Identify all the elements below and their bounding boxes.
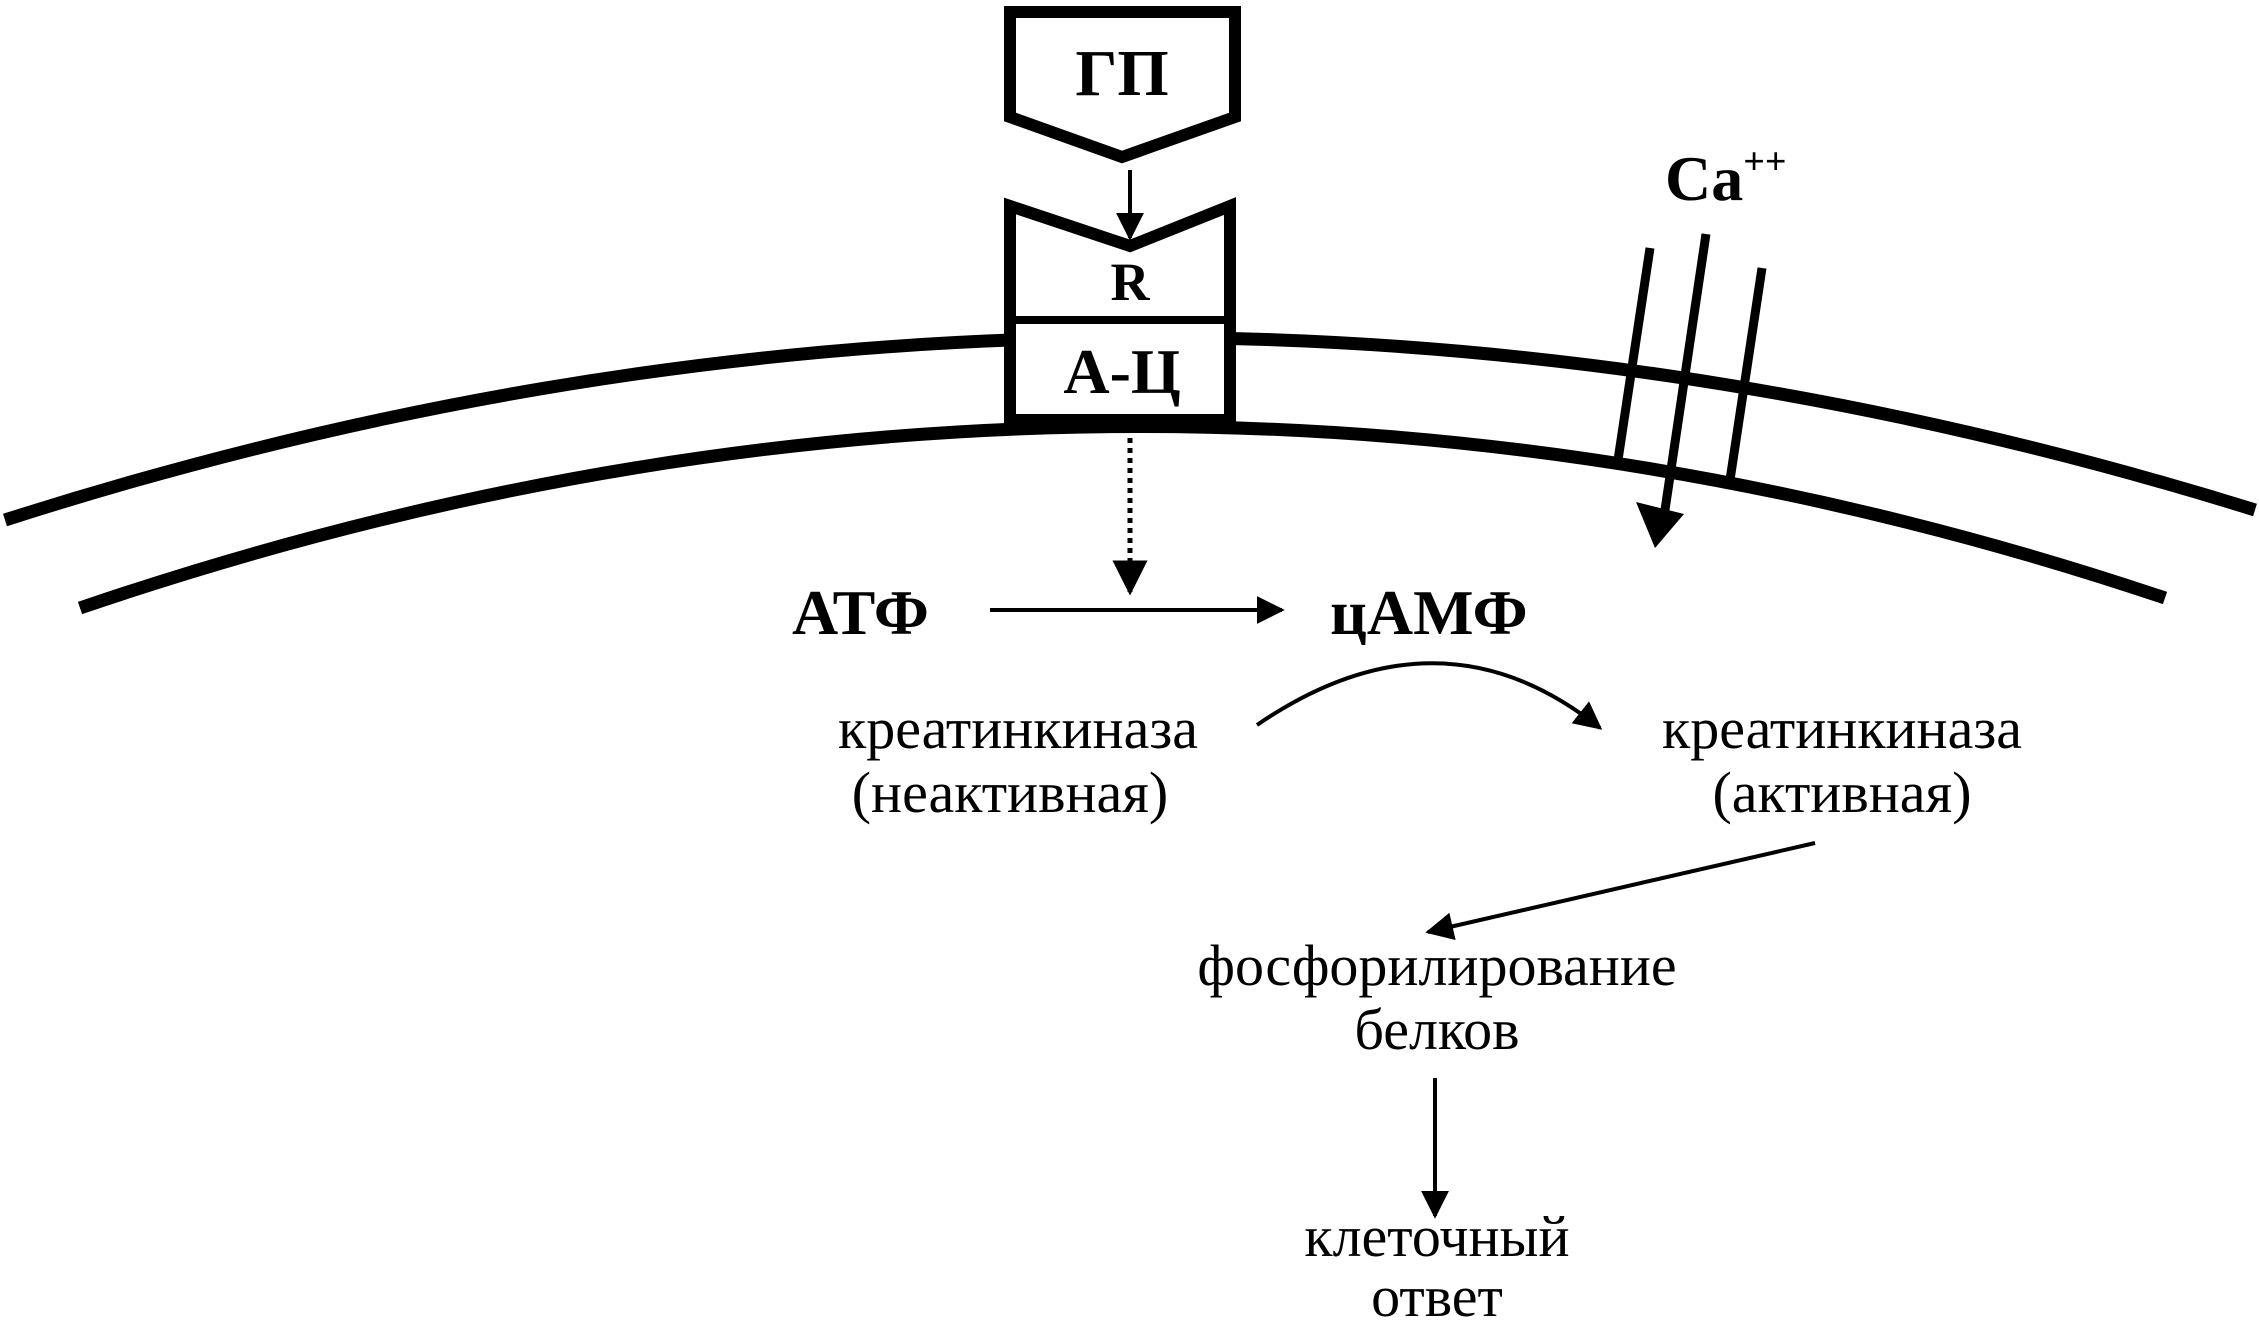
kinase-inactive-label-line1: креатинкиназа	[838, 696, 1198, 761]
calcium-influx-arrowhead	[1636, 502, 1684, 548]
phosphorylation-label-line1: фосфорилирование	[1197, 933, 1676, 998]
membrane-inner-line	[77, 419, 2168, 615]
camp-label: цАМФ	[1330, 577, 1528, 648]
channel-bar-middle	[1657, 233, 1711, 531]
channel-bar-left	[1613, 247, 1655, 461]
kinase-inactive-label-line2: (неактивная)	[852, 760, 1169, 825]
hormone-label: ГП	[1075, 37, 1168, 110]
calcium-channel	[1613, 233, 1767, 548]
response-label-line1: клеточный	[1304, 1204, 1569, 1269]
response-label-line2: ответ	[1371, 1264, 1503, 1323]
kinase-activation-curved-arrow	[1255, 661, 1603, 730]
kinase-to-phosphorylation-arrow	[1425, 841, 1816, 940]
kinase-active-label-line1: креатинкиназа	[1662, 696, 2022, 761]
channel-bar-right	[1725, 267, 1767, 481]
calcium-label: Ca++	[1665, 141, 1787, 214]
receptor-complex-shape	[1004, 197, 1236, 426]
atp-label: АТФ	[792, 577, 929, 648]
phosphorylation-label-line2: белков	[1354, 997, 1519, 1062]
kinase-active-label-line2: (активная)	[1712, 760, 1971, 825]
adenylate-cyclase-label: А-Ц	[1063, 336, 1180, 407]
receptor-label: R	[1111, 252, 1151, 312]
hormone-shape	[1004, 6, 1241, 164]
